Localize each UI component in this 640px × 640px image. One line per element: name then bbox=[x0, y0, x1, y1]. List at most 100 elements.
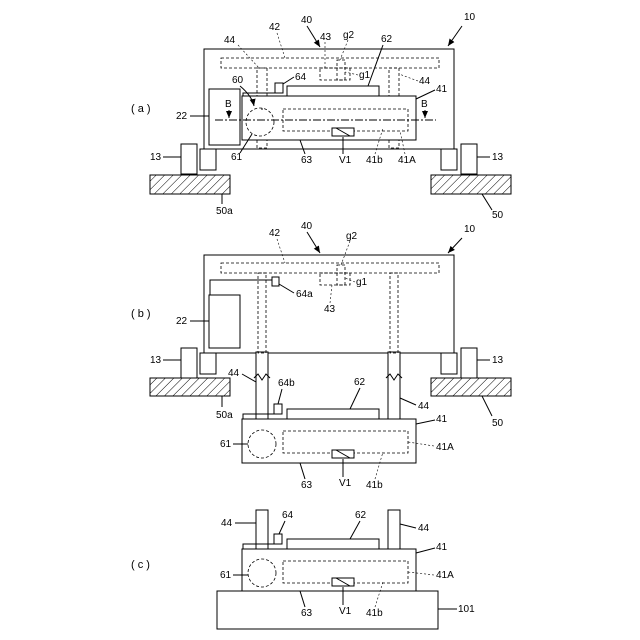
label-41b: 41b bbox=[366, 480, 383, 491]
label-10: 10 bbox=[464, 12, 476, 23]
label-22: 22 bbox=[176, 111, 188, 122]
panel-label: ( b ) bbox=[131, 308, 151, 320]
label-41: 41 bbox=[436, 84, 448, 95]
leader-40 bbox=[307, 232, 320, 253]
leader-g2 bbox=[341, 241, 350, 265]
leader-41 bbox=[416, 90, 435, 99]
leader-63 bbox=[300, 463, 305, 479]
label-61: 61 bbox=[220, 439, 232, 450]
part-g1 bbox=[337, 265, 345, 285]
label-60: 60 bbox=[232, 75, 244, 86]
plate-62 bbox=[287, 409, 379, 419]
leg-right bbox=[441, 149, 457, 170]
leader-62 bbox=[350, 388, 360, 409]
label-v1: V1 bbox=[339, 155, 352, 166]
plate-62 bbox=[287, 539, 379, 549]
label-40: 40 bbox=[301, 221, 313, 232]
label-64a: 64a bbox=[296, 289, 313, 300]
post-13-left bbox=[181, 144, 197, 174]
leader-64 bbox=[283, 77, 294, 84]
label-44-right: 44 bbox=[418, 401, 430, 412]
label-61: 61 bbox=[220, 570, 232, 581]
post-13-left bbox=[181, 348, 197, 378]
leader-42 bbox=[277, 239, 285, 263]
label-62: 62 bbox=[381, 34, 393, 45]
panel-label: ( c ) bbox=[131, 559, 150, 571]
label-41b: 41b bbox=[366, 155, 383, 166]
panel-b: ( b ) 10 40 42 bbox=[131, 221, 511, 491]
leader-41 bbox=[416, 548, 435, 553]
label-63: 63 bbox=[301, 480, 313, 491]
guide-44-right bbox=[388, 352, 400, 420]
block-43 bbox=[320, 273, 350, 285]
leader-64 bbox=[279, 521, 285, 534]
label-g2: g2 bbox=[343, 30, 355, 41]
label-50a: 50a bbox=[216, 410, 233, 421]
unit-22 bbox=[209, 89, 240, 145]
leader-10 bbox=[448, 26, 462, 46]
label-v1: V1 bbox=[339, 478, 352, 489]
leader-64a bbox=[279, 284, 294, 293]
leader-42 bbox=[277, 33, 285, 58]
panel-label: ( a ) bbox=[131, 103, 151, 115]
label-101: 101 bbox=[458, 604, 475, 615]
leader-44-left bbox=[242, 374, 256, 382]
label-61: 61 bbox=[231, 152, 243, 163]
cable-64 bbox=[275, 83, 283, 93]
leader-50 bbox=[482, 194, 492, 210]
label-42: 42 bbox=[269, 228, 281, 239]
label-50a: 50a bbox=[216, 206, 233, 217]
label-g1: g1 bbox=[359, 70, 371, 81]
post-13-right bbox=[461, 144, 477, 174]
label-10: 10 bbox=[464, 224, 476, 235]
part-g1 bbox=[337, 60, 345, 80]
leader-41 bbox=[416, 420, 435, 424]
leader-g2 bbox=[340, 40, 348, 60]
label-40: 40 bbox=[301, 15, 313, 26]
guide-44-left bbox=[256, 352, 268, 420]
label-41A: 41A bbox=[436, 570, 454, 581]
label-13-left: 13 bbox=[150, 355, 162, 366]
label-41A: 41A bbox=[436, 442, 454, 453]
label-43: 43 bbox=[324, 304, 336, 315]
leader-43 bbox=[330, 285, 332, 303]
leader-44-right bbox=[400, 524, 416, 528]
leg-right bbox=[441, 353, 457, 374]
leader-50 bbox=[482, 396, 492, 416]
block-43 bbox=[320, 68, 350, 80]
leg-left bbox=[200, 353, 216, 374]
cable-line-upper bbox=[210, 280, 272, 295]
label-42: 42 bbox=[269, 22, 281, 33]
label-50: 50 bbox=[492, 210, 504, 221]
label-43: 43 bbox=[320, 32, 332, 43]
base-101 bbox=[217, 591, 438, 629]
label-64: 64 bbox=[295, 72, 307, 83]
beam-42 bbox=[221, 263, 439, 273]
cable-64 bbox=[274, 534, 282, 544]
leader-40 bbox=[307, 26, 320, 47]
stage-41 bbox=[242, 96, 416, 140]
plate-62 bbox=[287, 86, 379, 96]
leader-62 bbox=[368, 45, 383, 86]
label-22: 22 bbox=[176, 316, 188, 327]
label-63: 63 bbox=[301, 155, 313, 166]
leader-64b bbox=[278, 389, 282, 404]
post-13-right bbox=[461, 348, 477, 378]
label-13-right: 13 bbox=[492, 355, 504, 366]
label-b-left: B bbox=[225, 99, 232, 110]
label-41: 41 bbox=[436, 414, 448, 425]
label-44-left: 44 bbox=[221, 518, 233, 529]
guide-44-right-inner bbox=[390, 273, 398, 353]
label-63: 63 bbox=[301, 608, 313, 619]
leader-44-right bbox=[400, 398, 416, 405]
floor-50 bbox=[431, 378, 511, 396]
unit-22 bbox=[209, 295, 240, 348]
label-64: 64 bbox=[282, 510, 294, 521]
label-62: 62 bbox=[354, 377, 366, 388]
label-44-right: 44 bbox=[418, 523, 430, 534]
label-62: 62 bbox=[355, 510, 367, 521]
cable-64b bbox=[274, 404, 282, 414]
leader-44-left bbox=[238, 45, 259, 68]
label-41b: 41b bbox=[366, 608, 383, 619]
